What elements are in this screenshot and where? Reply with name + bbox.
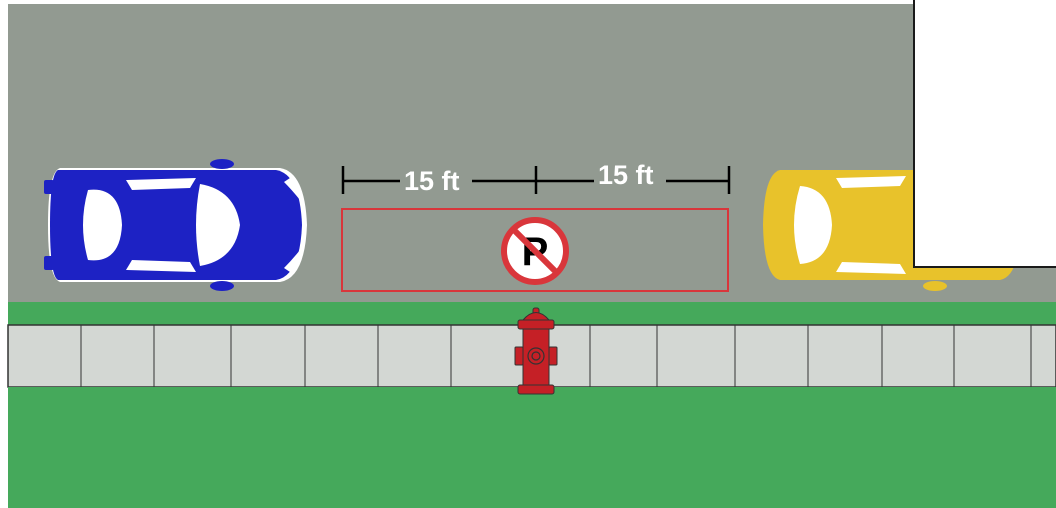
no-parking-icon: P bbox=[504, 220, 566, 282]
blue-car bbox=[44, 159, 307, 291]
dimension-label-right: 15 ft bbox=[598, 160, 654, 190]
overlay-panel bbox=[913, 0, 1056, 268]
lawn bbox=[8, 387, 1056, 508]
dimension-label-left: 15 ft bbox=[404, 166, 460, 196]
